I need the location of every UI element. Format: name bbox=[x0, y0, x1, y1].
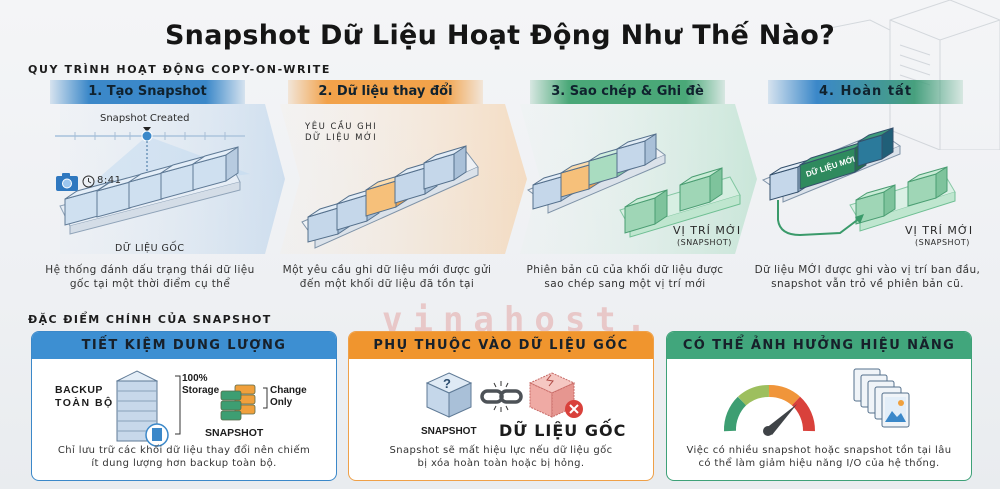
step-3-blocks-illustration bbox=[527, 133, 741, 238]
step-1-banner: 1. Tạo Snapshot bbox=[50, 80, 245, 104]
step-1-description: Hệ thống đánh dấu trạng thái dữ liệu gốc… bbox=[45, 264, 255, 290]
broken-cube-icon bbox=[528, 372, 583, 418]
write-request-label-1: YÊU CẦU GHI bbox=[305, 122, 378, 132]
storage-label: Storage bbox=[182, 385, 220, 396]
card-title: PHỤ THUỘC VÀO DỮ LIỆU GỐC bbox=[349, 332, 653, 359]
workflow-heading: QUY TRÌNH HOẠT ĐỘNG COPY-ON-WRITE bbox=[28, 63, 331, 76]
backup-label-1: BACKUP bbox=[55, 384, 103, 396]
step-4-banner: 4. Hoàn tất bbox=[768, 80, 963, 104]
question-cube-icon: ? bbox=[425, 372, 473, 418]
clock-icon bbox=[82, 175, 95, 188]
card-description: Việc có nhiều snapshot hoặc snapshot tồn… bbox=[686, 445, 952, 469]
write-request-label-2: DỮ LIỆU MỚI bbox=[305, 133, 378, 143]
svg-text:?: ? bbox=[443, 376, 451, 391]
card-title: TIẾT KIỆM DUNG LƯỢNG bbox=[32, 332, 336, 359]
snapshot-time: 8:41 bbox=[97, 175, 122, 186]
feature-card-storage: TIẾT KIỆM DUNG LƯỢNG BACKUP TOÀN BỘ 100%… bbox=[31, 331, 337, 481]
storage-percent: 100% bbox=[182, 373, 208, 384]
snapshot-stack-icon bbox=[220, 384, 256, 421]
snapshot-created-label: Snapshot Created bbox=[100, 113, 190, 124]
feature-card-performance: CÓ THỂ ẢNH HƯỞNG HIỆU NĂNG Việc có nhiều… bbox=[666, 331, 972, 481]
card-description: Snapshot sẽ mất hiệu lực nếu dữ liệu gốc… bbox=[389, 445, 613, 469]
card-description: Chỉ lưu trữ các khối dữ liệu thay đổi nê… bbox=[57, 445, 311, 469]
original-data-label: DỮ LIỆU GỐC bbox=[115, 243, 185, 254]
features-heading: ĐẶC ĐIỂM CHÍNH CỦA SNAPSHOT bbox=[28, 313, 272, 326]
change-label-1: Change bbox=[270, 385, 307, 396]
change-label-2: Only bbox=[270, 397, 293, 408]
step-2-banner: 2. Dữ liệu thay đổi bbox=[288, 80, 483, 104]
bracket-icon bbox=[175, 375, 181, 435]
image-stack-icon bbox=[853, 368, 910, 428]
new-location-sub: (SNAPSHOT) bbox=[677, 238, 732, 247]
feature-card-dependency: PHỤ THUỘC VÀO DỮ LIỆU GỐC ? SNAPSHOT DỮ … bbox=[348, 331, 654, 481]
origin-data-label: DỮ LIỆU GỐC bbox=[499, 421, 627, 440]
chain-link-icon bbox=[480, 381, 523, 412]
page-title: Snapshot Dữ Liệu Hoạt Động Như Thế Nào? bbox=[164, 20, 836, 51]
change-bracket-icon bbox=[263, 387, 268, 409]
step-3-banner: 3. Sao chép & Ghi đè bbox=[530, 80, 725, 104]
step-4-blocks-illustration: DỮ LIỆU MỚI bbox=[761, 127, 956, 237]
card-title: CÓ THỂ ẢNH HƯỞNG HIỆU NĂNG bbox=[667, 332, 971, 359]
server-stack-icon bbox=[115, 370, 169, 447]
workflow-steps: 1. Tạo Snapshot 2. Dữ liệu thay đổi 3. S… bbox=[0, 80, 1000, 300]
step-4-description: Dữ liệu MỚI được ghi vào vị trí ban đầu,… bbox=[754, 264, 981, 290]
camera-icon bbox=[56, 173, 78, 191]
snapshot-label: SNAPSHOT bbox=[421, 426, 477, 437]
step-2-blocks-illustration bbox=[301, 145, 479, 249]
snapshot-label: SNAPSHOT bbox=[205, 427, 264, 439]
backup-label-2: TOÀN BỘ bbox=[55, 397, 114, 409]
step-4-new-location-sub: (SNAPSHOT) bbox=[915, 238, 970, 247]
timeline-illustration bbox=[55, 127, 250, 235]
step-3-description: Phiên bản cũ của khối dữ liệu được sao c… bbox=[526, 264, 724, 290]
step-4-new-location-label: VỊ TRÍ MỚI bbox=[905, 224, 974, 237]
speedometer-gauge-icon bbox=[724, 385, 815, 436]
new-location-label: VỊ TRÍ MỚI bbox=[673, 224, 742, 237]
step-2-description: Một yêu cầu ghi dữ liệu mới được gửi đến… bbox=[282, 264, 492, 290]
